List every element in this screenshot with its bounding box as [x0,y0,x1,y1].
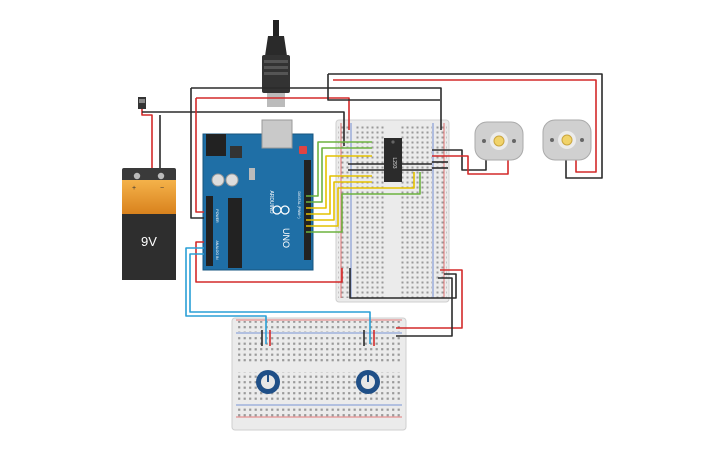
arduino-digital-label: DIGITAL (PWM~) [297,191,301,218]
battery-icon[interactable]: + − 9V [122,168,176,280]
potentiometer-icon[interactable] [356,370,380,394]
wire-green-2 [306,147,372,203]
wire-green-1 [306,141,372,197]
wire-black-loop [328,73,603,179]
arduino-brand-label: ARDUINO [268,190,274,213]
wire-black-m1a [432,148,487,171]
battery-voltage-label: 9V [141,234,157,249]
usb-plug-icon [262,20,290,107]
wire-blue-1 [185,247,267,344]
wire-black-motor1 [327,74,440,101]
wire-green-3 [306,172,421,233]
battery-plus: + [132,185,136,192]
wire-red-m1b [432,148,509,175]
ic-chip-icon[interactable]: L293 [384,138,402,182]
wire-red-left [195,98,204,213]
wire-yellow-2 [306,175,372,215]
wire-yellow-1 [306,155,372,209]
wire-black-switch [142,111,345,146]
arduino-logo-icon [272,205,290,215]
wire-red-bottom [195,241,343,283]
wire-blue-2 [189,253,371,344]
wire-red-top [196,97,350,130]
power-switch-icon[interactable] [138,97,146,109]
potentiometer-icon[interactable] [256,370,280,394]
dc-motor-icon[interactable] [542,119,592,161]
battery-minus: − [160,185,164,192]
wire-red-right [396,269,463,329]
driver-chip-label: L293 [391,157,397,168]
wire-black-top [191,87,442,130]
breadboard-main [335,119,450,303]
wire-black-bottom [349,268,457,299]
arduino-power-label: POWER [215,209,219,223]
wire-yellow-4 [306,172,415,227]
arduino-analog-label: ANALOG IN [215,240,219,260]
wire-yellow-3 [306,181,372,221]
wire-black-left [190,88,204,219]
dc-motor-icon[interactable] [474,121,524,161]
wire-black-right [396,277,453,337]
wire-red-loop [333,79,597,173]
wires [141,73,603,346]
breadboard-pots [231,317,407,431]
arduino-uno-board[interactable]: ARDUINO UNO DIGITAL (PWM~) POWER ANALOG … [202,119,314,271]
arduino-model-label: UNO [281,228,291,248]
